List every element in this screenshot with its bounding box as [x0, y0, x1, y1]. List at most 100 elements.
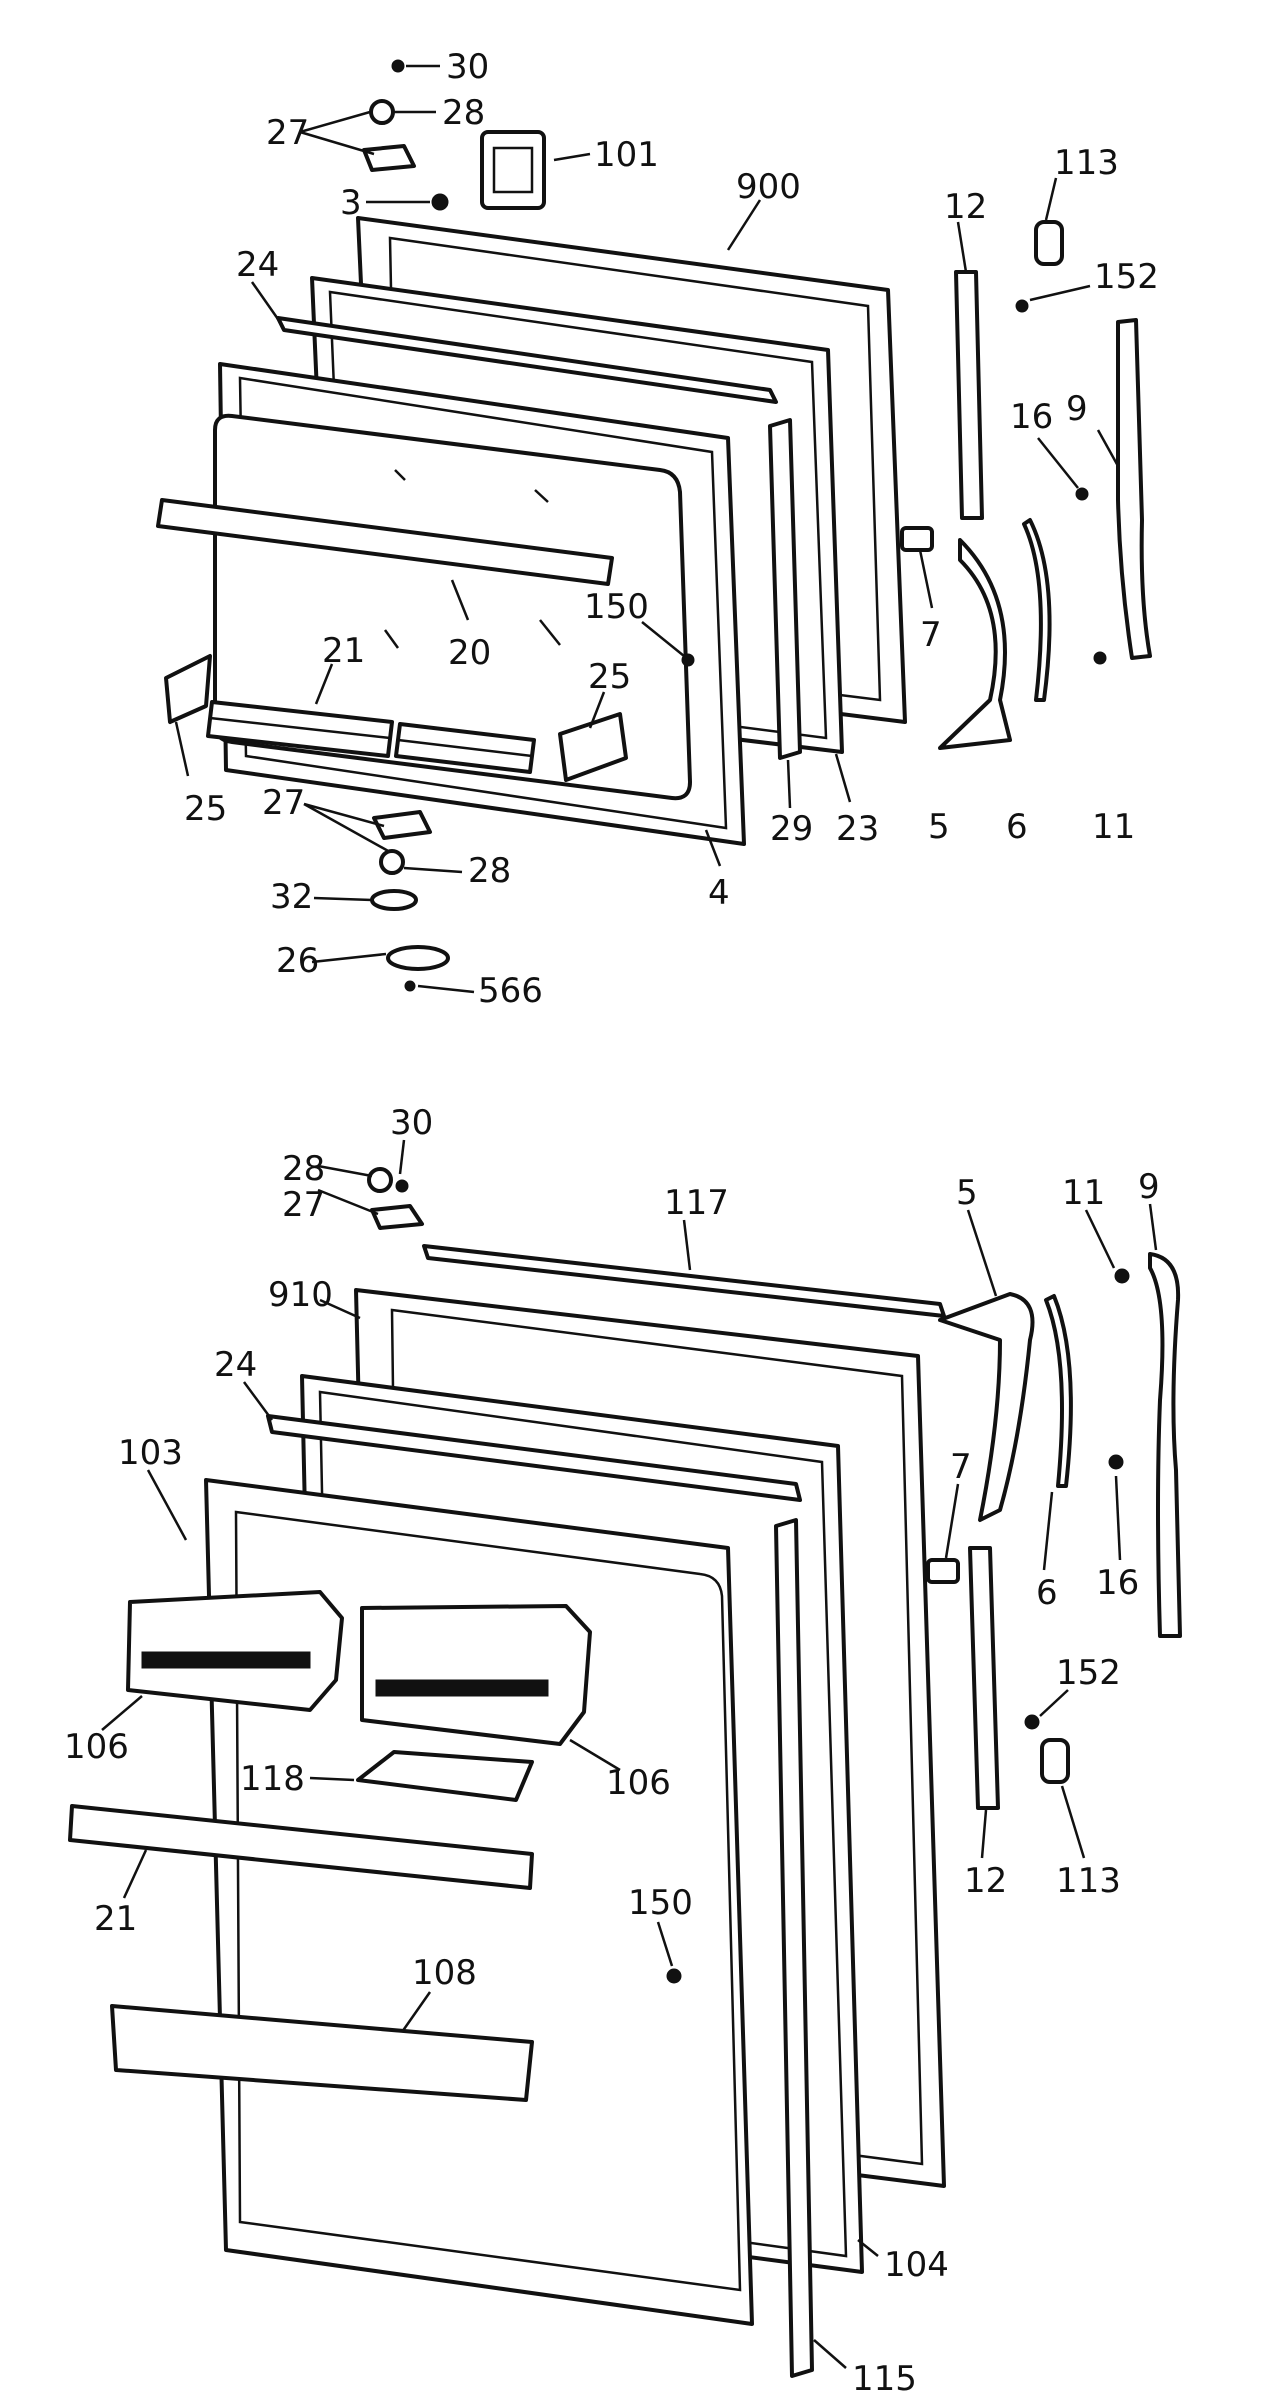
door-trim-9 — [1116, 318, 1152, 660]
breaker-strip-24 — [276, 316, 778, 404]
bottom-leader-lines — [101, 1139, 1158, 2369]
label-566: 566 — [478, 971, 543, 1011]
breaker-strip-24-bottom — [266, 1414, 802, 1502]
screw-152-top — [1015, 299, 1029, 313]
screw-11-top — [1093, 651, 1107, 665]
top-leader-lines — [174, 64, 1120, 994]
butter-tray-118 — [356, 1750, 534, 1802]
hinge-27-bottom-assy — [370, 1204, 424, 1230]
label-24-bottom: 24 — [214, 1345, 257, 1385]
retainer-strip-29 — [768, 418, 802, 760]
strip-117 — [422, 1244, 946, 1318]
label-26: 26 — [276, 941, 319, 981]
label-32: 32 — [270, 877, 313, 917]
screw-150-bottom — [666, 1968, 682, 1984]
label-24-top: 24 — [236, 245, 279, 285]
label-4: 4 — [708, 873, 730, 913]
label-115: 115 — [852, 2359, 917, 2399]
label-25-right: 25 — [588, 657, 631, 697]
cam-113-bottom — [1040, 1738, 1070, 1784]
inner-door-liner-103 — [204, 1478, 754, 2326]
label-910: 910 — [268, 1275, 333, 1315]
screw-566 — [404, 980, 416, 992]
screw-11-bottom — [1114, 1268, 1130, 1284]
label-29: 29 — [770, 809, 813, 849]
screw-30 — [391, 59, 405, 73]
label-101: 101 — [594, 135, 659, 175]
hinge-27-bottom — [372, 810, 432, 840]
label-113-bottom: 113 — [1056, 1861, 1121, 1901]
label-150-top: 150 — [584, 587, 649, 627]
label-108: 108 — [412, 1953, 477, 1993]
label-28-bottom: 28 — [468, 851, 511, 891]
label-21-bottom: 21 — [94, 1899, 137, 1939]
shim-26 — [386, 945, 450, 971]
hinge-pin-bracket-101 — [480, 130, 546, 210]
label-25-left: 25 — [184, 789, 227, 829]
screw-152-bottom — [1024, 1714, 1040, 1730]
bracket-25-left — [164, 654, 212, 724]
screw-16-bottom — [1108, 1454, 1124, 1470]
label-20: 20 — [448, 633, 491, 673]
label-113-top: 113 — [1054, 143, 1119, 183]
door-bin-106-left — [126, 1590, 344, 1712]
label-9-top: 9 — [1066, 389, 1088, 429]
bushing-28-top — [369, 99, 395, 125]
door-stop-7 — [900, 526, 934, 552]
label-27-bottom-assy: 27 — [282, 1185, 325, 1225]
label-12-top: 12 — [944, 187, 987, 227]
bushing-28-bottom-assy — [367, 1167, 393, 1193]
screw-16-top — [1075, 487, 1089, 501]
shim-32 — [370, 889, 418, 911]
label-152-top: 152 — [1094, 257, 1159, 297]
label-150-bottom: 150 — [628, 1883, 693, 1923]
label-16-bottom: 16 — [1096, 1563, 1139, 1603]
screw-30-bottom — [395, 1179, 409, 1193]
label-12-bottom: 12 — [964, 1861, 1007, 1901]
label-118: 118 — [240, 1759, 305, 1799]
label-28-bottom-assy: 28 — [282, 1149, 325, 1189]
handle-5 — [938, 538, 1012, 750]
shelf-bar-21-bottom — [68, 1804, 534, 1890]
door-bin-106-right — [360, 1604, 592, 1746]
label-5-top: 5 — [928, 807, 950, 847]
label-104: 104 — [884, 2245, 949, 2285]
label-7-top: 7 — [920, 615, 942, 655]
hinge-strip-12 — [954, 270, 984, 520]
label-900: 900 — [736, 167, 801, 207]
label-6-bottom: 6 — [1036, 1573, 1058, 1613]
handle-5-bottom — [938, 1292, 1035, 1522]
label-28-top: 28 — [442, 93, 485, 133]
door-stop-7-bottom — [926, 1558, 960, 1584]
screw-3 — [431, 193, 449, 211]
label-117: 117 — [664, 1183, 729, 1223]
label-7-bottom: 7 — [950, 1447, 972, 1487]
label-30-bottom: 30 — [390, 1103, 433, 1143]
label-6-top: 6 — [1006, 807, 1028, 847]
label-11-bottom: 11 — [1062, 1173, 1105, 1213]
label-152-bottom: 152 — [1056, 1653, 1121, 1693]
label-27-top: 27 — [266, 113, 309, 153]
trim-strip-6 — [1022, 518, 1052, 702]
top-door-assembly: 30 28 27 101 3 900 113 12 152 24 16 9 15… — [156, 47, 1159, 1011]
label-23: 23 — [836, 809, 879, 849]
label-5-bottom: 5 — [956, 1173, 978, 1213]
label-16-top: 16 — [1010, 397, 1053, 437]
hinge-27-top — [362, 144, 416, 172]
hinge-strip-12-bottom — [968, 1546, 1000, 1810]
label-9-bottom: 9 — [1138, 1167, 1160, 1207]
bottom-part-labels: 30 28 27 117 5 11 9 910 24 7 103 6 16 15… — [64, 1103, 1160, 2399]
cam-113 — [1034, 220, 1064, 266]
label-11-top: 11 — [1092, 807, 1135, 847]
label-3-top: 3 — [340, 183, 362, 223]
door-shelf-bar-20 — [156, 498, 614, 586]
door-trim-9-bottom — [1148, 1252, 1182, 1638]
bushing-28-bottom — [379, 849, 405, 875]
door-shelf-108 — [110, 2004, 534, 2102]
label-30-top: 30 — [446, 47, 489, 87]
label-103: 103 — [118, 1433, 183, 1473]
bottom-door-assembly: 30 28 27 117 5 11 9 910 24 7 103 6 16 15… — [64, 1103, 1182, 2399]
trim-strip-6-bottom — [1044, 1294, 1073, 1488]
screw-150-top — [681, 653, 695, 667]
